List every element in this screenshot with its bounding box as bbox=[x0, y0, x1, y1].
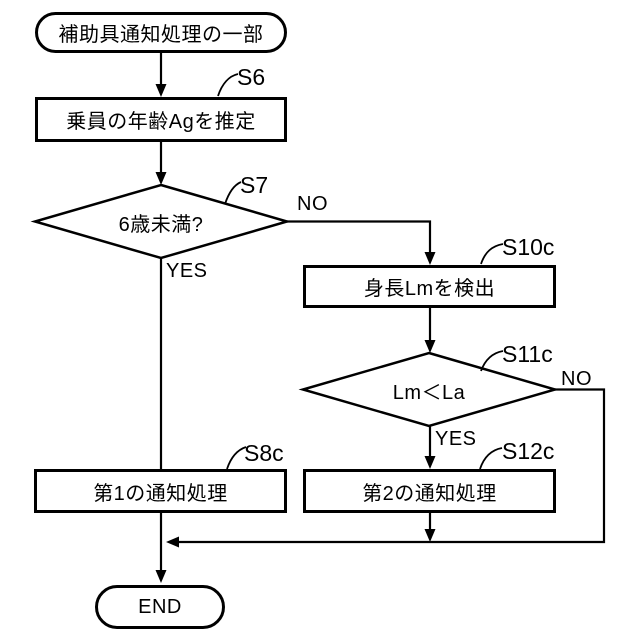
s11c-leader-line bbox=[480, 350, 504, 372]
edge-s11c-no-merge bbox=[179, 388, 606, 544]
s10c-leader-line bbox=[480, 243, 504, 265]
process-s8c: 第1の通知処理 bbox=[34, 469, 287, 513]
decision-s11c-label: Lm＜La bbox=[392, 381, 466, 404]
step-label-s10c: S10c bbox=[502, 234, 555, 260]
process-s10c-label: 身長Lmを検出 bbox=[363, 278, 496, 300]
arrowhead-s11c bbox=[424, 340, 436, 353]
s6-leader-line bbox=[217, 73, 239, 97]
end-terminal: END bbox=[95, 585, 225, 629]
s7-yes-label: YES bbox=[166, 260, 208, 282]
process-s12c-label: 第2の通知処理 bbox=[362, 482, 497, 505]
s11c-yes-label: YES bbox=[435, 428, 477, 450]
s11c-decision-diamond bbox=[298, 351, 560, 428]
process-s12c: 第2の通知処理 bbox=[303, 469, 556, 513]
s8c-leader-line bbox=[226, 446, 247, 470]
step-label-s7: S7 bbox=[240, 172, 269, 198]
s7-decision-diamond bbox=[30, 183, 292, 260]
arrowhead-s12c-merge bbox=[424, 529, 436, 542]
process-s10c: 身長Lmを検出 bbox=[303, 265, 556, 308]
s12c-leader-line bbox=[479, 447, 503, 470]
arrowhead-s6 bbox=[155, 84, 167, 97]
process-s8c-label: 第1の通知処理 bbox=[93, 482, 228, 505]
arrowhead-s7 bbox=[155, 172, 167, 185]
edge-s7-no-s10c bbox=[287, 220, 432, 252]
end-terminal-label: END bbox=[138, 595, 182, 618]
arrowhead-s12c bbox=[424, 456, 436, 469]
step-label-s12c: S12c bbox=[502, 438, 555, 464]
decision-s11c-text: Lm＜La bbox=[329, 374, 529, 406]
start-terminal-label: 補助具通知処理の一部 bbox=[58, 24, 264, 46]
decision-s7-text: 6歳未満? bbox=[61, 206, 261, 238]
s7-no-label: NO bbox=[297, 193, 328, 215]
step-label-s6: S6 bbox=[237, 64, 266, 90]
process-s6-label: 乗員の年齢Agを推定 bbox=[66, 111, 256, 133]
arrowhead-merge bbox=[166, 536, 179, 548]
decision-s7-label: 6歳未満? bbox=[118, 213, 204, 236]
arrowhead-end bbox=[155, 570, 167, 583]
step-label-s11c: S11c bbox=[502, 341, 553, 367]
process-s6: 乗員の年齢Agを推定 bbox=[35, 97, 287, 142]
s7-leader-line bbox=[224, 181, 242, 205]
step-label-s8c: S8c bbox=[244, 440, 284, 466]
start-terminal: 補助具通知処理の一部 bbox=[35, 12, 287, 53]
arrowhead-s10c bbox=[424, 252, 436, 265]
s11c-no-label: NO bbox=[561, 368, 592, 390]
